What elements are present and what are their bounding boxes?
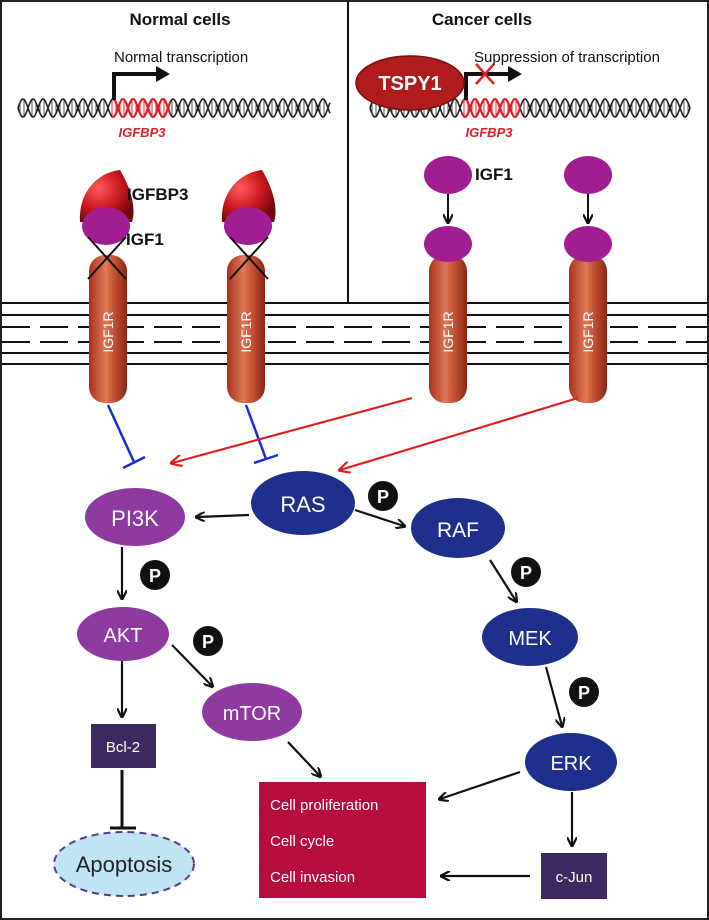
svg-text:P: P xyxy=(377,487,389,507)
tspy1-label: TSPY1 xyxy=(378,73,441,95)
erk-node xyxy=(525,733,617,791)
normal-transcription-label: Normal transcription xyxy=(114,49,248,66)
arrow-akt-mtor xyxy=(171,644,212,686)
phospho-badge: P xyxy=(140,560,170,590)
dna-strand xyxy=(369,98,691,118)
gene-segment xyxy=(461,97,522,119)
arrow-mtor-outcomes xyxy=(287,741,320,776)
akt-label: AKT xyxy=(104,625,143,647)
activation-arrow-to-pi3k xyxy=(172,396,413,463)
receptor-cancer-1: IGF1R xyxy=(429,255,467,403)
receptor-label: IGF1R xyxy=(440,311,456,352)
igf1-ligand-bound-1 xyxy=(82,207,130,245)
transcription-arrow-cancer xyxy=(464,72,512,100)
igf1-ligand-free-1 xyxy=(424,156,472,194)
raf-label: RAF xyxy=(437,519,479,542)
mek-node xyxy=(482,608,578,666)
receptor-cancer-2: IGF1R xyxy=(569,255,607,403)
activation-arrow-to-ras xyxy=(340,396,579,470)
svg-text:P: P xyxy=(149,566,161,586)
arrow-ras-raf xyxy=(354,508,404,526)
cjun-label: c-Jun xyxy=(556,869,593,886)
igf1-label-cancer: IGF1 xyxy=(475,165,513,184)
block-x-icon xyxy=(87,236,127,280)
outcome-item: Cell cycle xyxy=(270,833,334,850)
mtor-label: mTOR xyxy=(223,703,282,725)
cellular-outcomes-box xyxy=(259,782,426,898)
transcription-arrow-head-cancer xyxy=(508,66,522,82)
receptor-label: IGF1R xyxy=(100,311,116,352)
block-x-icon xyxy=(475,63,495,85)
cancer-cells-title: Cancer cells xyxy=(432,10,532,29)
phospho-badge: P xyxy=(193,626,223,656)
receptor-label: IGF1R xyxy=(238,311,254,352)
inhibition-bcl2-apoptosis xyxy=(110,770,136,830)
mtor-node xyxy=(202,683,302,741)
akt-node xyxy=(77,607,169,661)
igf1-ligand-receptor-1 xyxy=(424,226,472,262)
svg-text:P: P xyxy=(578,683,590,703)
gene-label-cancer: IGFBP3 xyxy=(466,125,514,140)
ras-node xyxy=(251,471,355,535)
arrow-mek-erk xyxy=(544,666,562,726)
bcl2-box xyxy=(91,724,156,768)
transcription-arrow-head-normal xyxy=(156,66,170,82)
igf1-label-normal: IGF1 xyxy=(126,230,164,249)
igfbp3-label: IGFBP3 xyxy=(127,185,188,204)
apoptosis-label: Apoptosis xyxy=(76,852,173,877)
apoptosis-node xyxy=(53,831,195,897)
bcl2-label: Bcl-2 xyxy=(106,739,140,756)
receptor-normal-2: IGF1R xyxy=(227,255,265,403)
gene-segment xyxy=(111,97,172,119)
raf-node xyxy=(411,498,505,558)
pi3k-label: PI3K xyxy=(111,506,159,531)
igf1-ligand-free-2 xyxy=(564,156,612,194)
igfbp3-cap-2 xyxy=(221,170,276,222)
svg-text:P: P xyxy=(520,563,532,583)
inhibition-line-1 xyxy=(106,404,146,470)
arrow-erk-outcomes xyxy=(440,770,521,799)
igfbp3-cap-1 xyxy=(79,170,134,222)
inhibition-line-2 xyxy=(244,404,279,465)
normal-cells-title: Normal cells xyxy=(129,10,230,29)
outcome-item: Cell proliferation xyxy=(270,797,378,814)
igf1-ligand-receptor-2 xyxy=(564,226,612,262)
block-x-icon xyxy=(229,236,269,280)
receptor-normal-1: IGF1R xyxy=(89,255,127,403)
gene-label-normal: IGFBP3 xyxy=(119,125,167,140)
gene-segment xyxy=(111,97,172,119)
phospho-badge: P xyxy=(511,557,541,587)
mek-label: MEK xyxy=(508,628,552,650)
dna-strand xyxy=(17,98,331,118)
erk-label: ERK xyxy=(550,753,592,775)
receptor-label: IGF1R xyxy=(580,311,596,352)
igf1-ligand-bound-2 xyxy=(224,207,272,245)
outcome-item: Cell invasion xyxy=(270,869,355,886)
dna-helix-normal xyxy=(17,97,331,119)
arrow-ras-pi3k xyxy=(197,515,250,517)
phospho-badge: P xyxy=(368,481,398,511)
pi3k-node xyxy=(85,488,185,546)
phospho-badge: P xyxy=(569,677,599,707)
cjun-box xyxy=(541,853,607,899)
arrow-raf-mek xyxy=(489,559,516,601)
suppression-label: Suppression of transcription xyxy=(474,49,660,66)
tspy1-repressor xyxy=(355,55,465,111)
transcription-arrow-normal xyxy=(112,72,160,100)
ras-label: RAS xyxy=(280,492,325,517)
svg-text:P: P xyxy=(202,632,214,652)
